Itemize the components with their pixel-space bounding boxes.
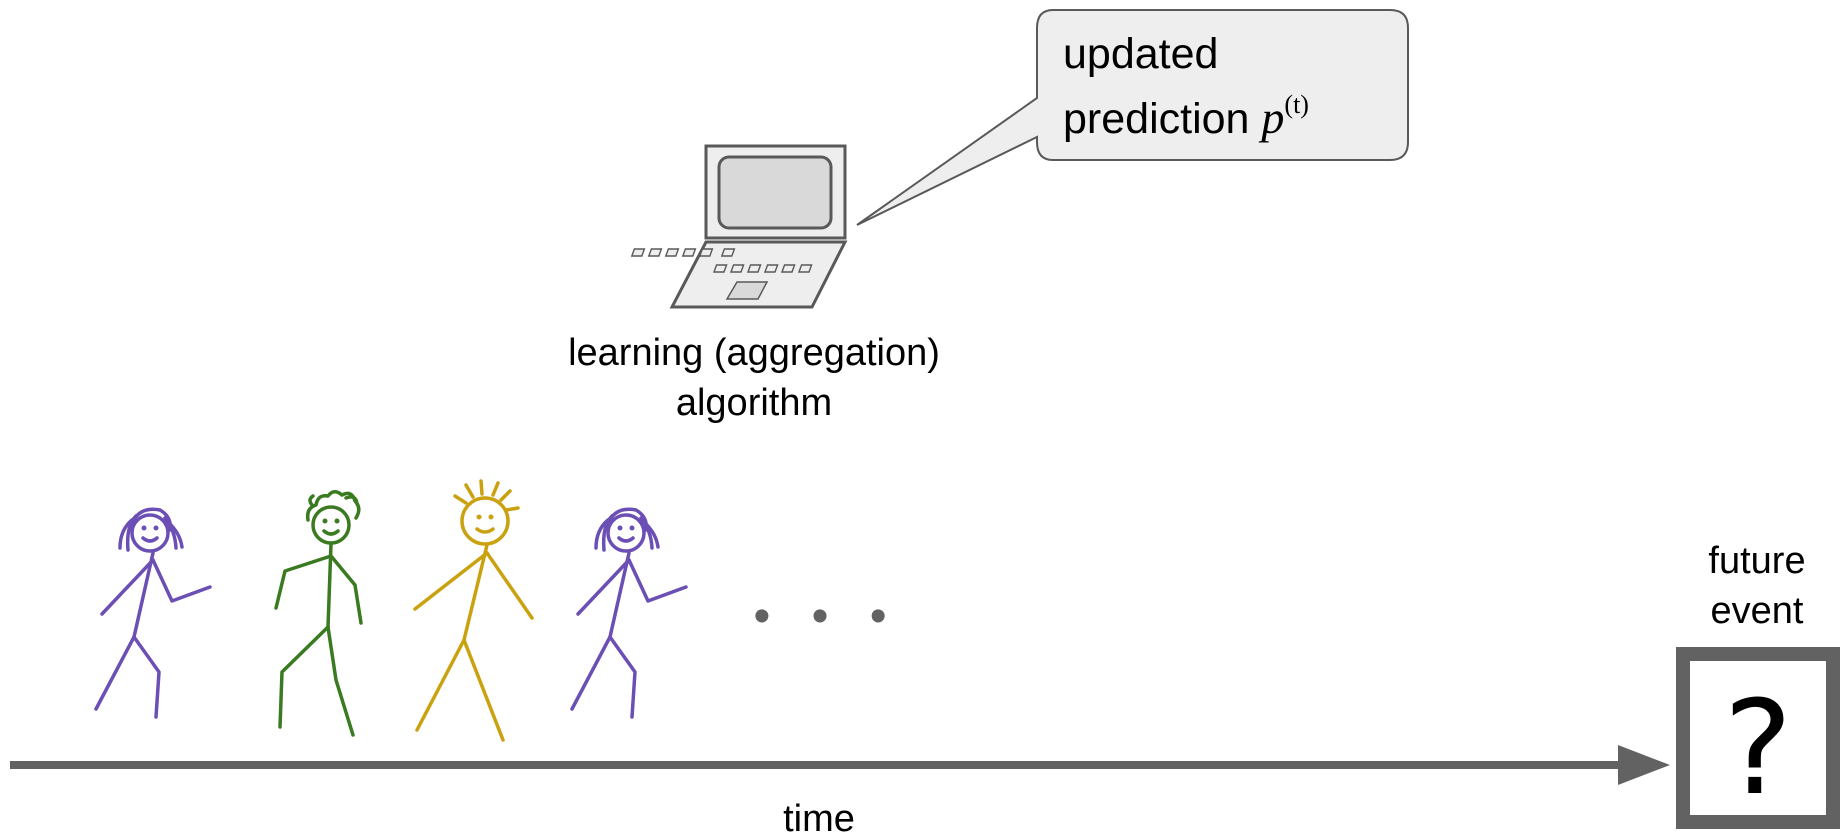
future-event-label-line1: future: [1708, 540, 1805, 582]
person-figure-gold: [413, 479, 534, 742]
time-label: time: [783, 798, 855, 838]
future-event-box: ?: [1676, 647, 1840, 829]
algorithm-label-line1: learning (aggregation): [568, 332, 940, 374]
person-figure-purple-2: [570, 507, 688, 719]
question-mark: ?: [1724, 672, 1793, 824]
touchpad: [725, 281, 769, 300]
bubble-text-line2: prediction p(t): [1063, 90, 1309, 143]
time-axis-arrow: [10, 745, 1670, 785]
keyboard-keys: [630, 248, 736, 257]
person-figure-green: [274, 490, 363, 737]
bubble-prediction-word: prediction: [1063, 95, 1261, 143]
future-event-label-line2: event: [1711, 590, 1804, 632]
speech-bubble: updated prediction p(t): [856, 9, 1409, 226]
laptop-icon: [630, 144, 848, 309]
person-figure-purple-1: [94, 507, 212, 719]
math-symbol-p: p: [1258, 92, 1284, 143]
ellipsis: • • •: [753, 590, 900, 643]
math-superscript-t: (t): [1284, 90, 1309, 119]
bubble-text-line1: updated: [1063, 30, 1218, 78]
algorithm-label-line2: algorithm: [676, 382, 832, 424]
